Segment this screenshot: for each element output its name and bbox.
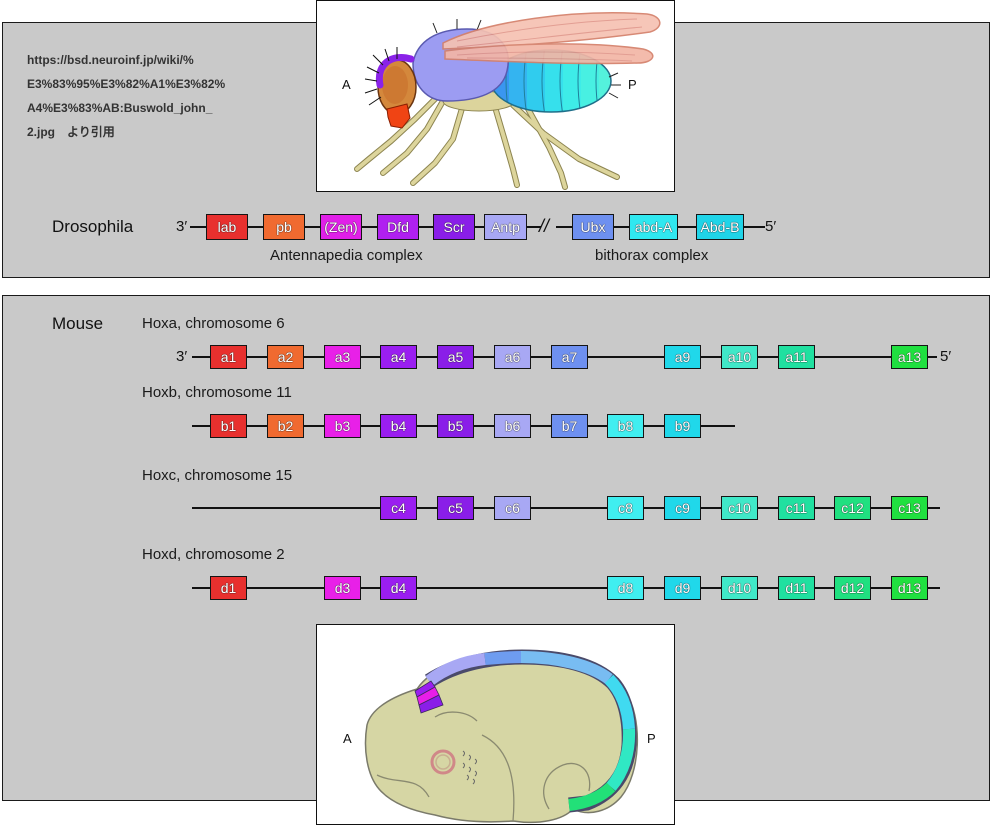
source-note-line: https://bsd.neuroinf.jp/wiki/%: [27, 53, 194, 67]
gene-box-c6: c6: [494, 496, 531, 520]
fly-wings: [442, 12, 661, 65]
gene-box-b8: b8: [607, 414, 644, 438]
gene-box-b4: b4: [380, 414, 417, 438]
embryo-neural-tube: [424, 649, 637, 813]
gene-box-c9: c9: [664, 496, 701, 520]
gene-box-antp: Antp: [484, 214, 527, 240]
gene-box-b9: b9: [664, 414, 701, 438]
fly-posterior-label: P: [628, 77, 637, 92]
gene-box-a5: a5: [437, 345, 474, 369]
source-note-line: 2.jpg より引用: [27, 125, 115, 139]
gene-box-a4: a4: [380, 345, 417, 369]
gene-box-b7: b7: [551, 414, 588, 438]
gene-box-d10: d10: [721, 576, 758, 600]
complex-label-antennapedia: Antennapedia complex: [270, 247, 423, 264]
gene-box-b5: b5: [437, 414, 474, 438]
chromosome-line: [190, 226, 541, 228]
embryo-posterior-label: P: [647, 731, 656, 746]
gene-box-a2: a2: [267, 345, 304, 369]
fly-illustration: A P: [342, 12, 661, 190]
gene-box-c11: c11: [778, 496, 815, 520]
neural-tube-segment: [520, 651, 613, 684]
chromosome-line: [192, 587, 940, 589]
gene-box-d11: d11: [778, 576, 815, 600]
gene-box-d8: d8: [607, 576, 644, 600]
gene-box-d13: d13: [891, 576, 928, 600]
chromosome-break-mark: //: [539, 216, 550, 236]
gene-box-dfd: Dfd: [377, 214, 419, 240]
cluster-title-hoxd: Hoxd, chromosome 2: [142, 546, 285, 563]
gene-box-a3: a3: [324, 345, 361, 369]
fly-anterior-label: A: [342, 77, 351, 92]
gene-box-lab: lab: [206, 214, 248, 240]
neural-tube-segment: [425, 653, 486, 686]
gene-box-d3: d3: [324, 576, 361, 600]
embryo-anterior-label: A: [343, 731, 352, 746]
fly-legs: [354, 90, 620, 190]
gene-box-c8: c8: [607, 496, 644, 520]
gene-box-abd-a: abd-A: [629, 214, 678, 240]
gene-box-pb: pb: [263, 214, 305, 240]
three-prime-end: 3′: [176, 348, 188, 365]
gene-box-b3: b3: [324, 414, 361, 438]
gene-box-a7: a7: [551, 345, 588, 369]
gene-box-scr: Scr: [433, 214, 475, 240]
gene-box-a6: a6: [494, 345, 531, 369]
gene-box-d12: d12: [834, 576, 871, 600]
fly-abdomen: [490, 49, 621, 113]
embryo-eye: [430, 749, 456, 775]
gene-box-d1: d1: [210, 576, 247, 600]
species-label-mouse: Mouse: [52, 314, 104, 333]
embryo-internal-lines: [376, 711, 591, 822]
gene-box-c4: c4: [380, 496, 417, 520]
gene-box-b1: b1: [210, 414, 247, 438]
gene-box-a10: a10: [721, 345, 758, 369]
gene-box-ubx: Ubx: [572, 214, 614, 240]
gene-box-a11: a11: [778, 345, 815, 369]
gene-box-d4: d4: [380, 576, 417, 600]
cluster-title-hoxc: Hoxc, chromosome 15: [142, 467, 293, 484]
gene-box-a13: a13: [891, 345, 928, 369]
gene-box-d9: d9: [664, 576, 701, 600]
gene-box-b2: b2: [267, 414, 304, 438]
three-prime-end: 3′: [176, 218, 188, 235]
gene-box-a1: a1: [210, 345, 247, 369]
source-note-line: A4%E3%83%AB:Buswold_john_: [27, 101, 213, 115]
gene-box-c13: c13: [891, 496, 928, 520]
cluster-title-hoxb: Hoxb, chromosome 11: [142, 384, 292, 401]
gene-box-c5: c5: [437, 496, 474, 520]
cluster-title-hoxa: Hoxa, chromosome 6: [142, 315, 285, 332]
gene-box-c12: c12: [834, 496, 871, 520]
five-prime-end: 5′: [940, 348, 952, 365]
source-note-line: E3%83%95%E3%82%A1%E3%82%: [27, 77, 226, 91]
embryo-hindbrain-stripes: [414, 680, 444, 714]
fly-figure: A P: [316, 0, 675, 192]
gene-box-abd-b: Abd-B: [696, 214, 744, 240]
neural-tube-segment: [484, 651, 522, 665]
embryo-illustration: A P: [343, 649, 656, 824]
complex-label-bithorax: bithorax complex: [595, 247, 709, 264]
gene-box-b6: b6: [494, 414, 531, 438]
gene-box-c10: c10: [721, 496, 758, 520]
neural-tube-segment: [568, 782, 616, 811]
neural-tube-segment: [604, 674, 635, 730]
embryo-figure: A P: [316, 624, 675, 825]
neural-tube-segment: [606, 728, 636, 791]
fly-head: [364, 47, 417, 129]
source-note: https://bsd.neuroinf.jp/wiki/% E3%83%95%…: [27, 48, 225, 144]
chromosome-line: [192, 507, 940, 509]
embryo-pharyngeal-arches: [462, 750, 477, 785]
gene-box-a9: a9: [664, 345, 701, 369]
gene-box-zen: (Zen): [320, 214, 362, 240]
species-label-drosophila: Drosophila: [52, 217, 134, 236]
five-prime-end: 5′: [765, 218, 777, 235]
